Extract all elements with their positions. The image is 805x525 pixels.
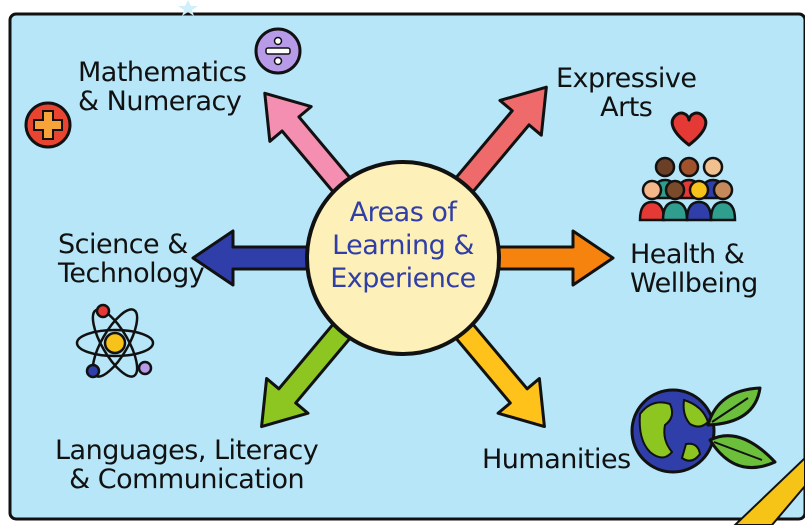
corner-tape	[733, 456, 805, 525]
atom-icon	[75, 303, 155, 379]
leaves-icon	[706, 386, 777, 470]
label-line: & Communication	[69, 464, 305, 495]
label-expressive-arts: Expressive Arts	[556, 64, 697, 122]
label-mathematics: Mathematics & Numeracy	[78, 58, 247, 116]
center-circle	[305, 160, 501, 356]
label-line: Wellbeing	[630, 268, 758, 299]
center-title: Areas of Learning & Experience	[318, 196, 488, 295]
label-line: Health &	[630, 239, 745, 270]
label-science-technology: Science & Technology	[58, 229, 205, 289]
globe-icon	[630, 388, 716, 474]
label-languages: Languages, Literacy & Communication	[55, 435, 319, 495]
label-line: Mathematics	[78, 57, 247, 88]
label-line: Technology	[58, 258, 205, 289]
label-line: Humanities	[482, 444, 631, 475]
label-line: Expressive	[556, 63, 697, 94]
star-icon	[178, 0, 198, 16]
center-title-line: Areas of	[349, 197, 457, 228]
division-icon	[254, 27, 302, 75]
label-health-wellbeing: Health & Wellbeing	[630, 240, 758, 298]
center-title-line: Experience	[330, 263, 476, 294]
center-title-line: Learning &	[332, 230, 474, 261]
heart-icon	[670, 111, 708, 147]
label-line: Languages, Literacy	[55, 435, 319, 466]
label-line: Arts	[600, 92, 653, 123]
label-line: & Numeracy	[78, 86, 242, 117]
people-group-icon	[638, 156, 737, 222]
label-humanities: Humanities	[482, 445, 631, 474]
label-line: Science &	[58, 229, 188, 260]
plus-icon	[24, 101, 72, 149]
